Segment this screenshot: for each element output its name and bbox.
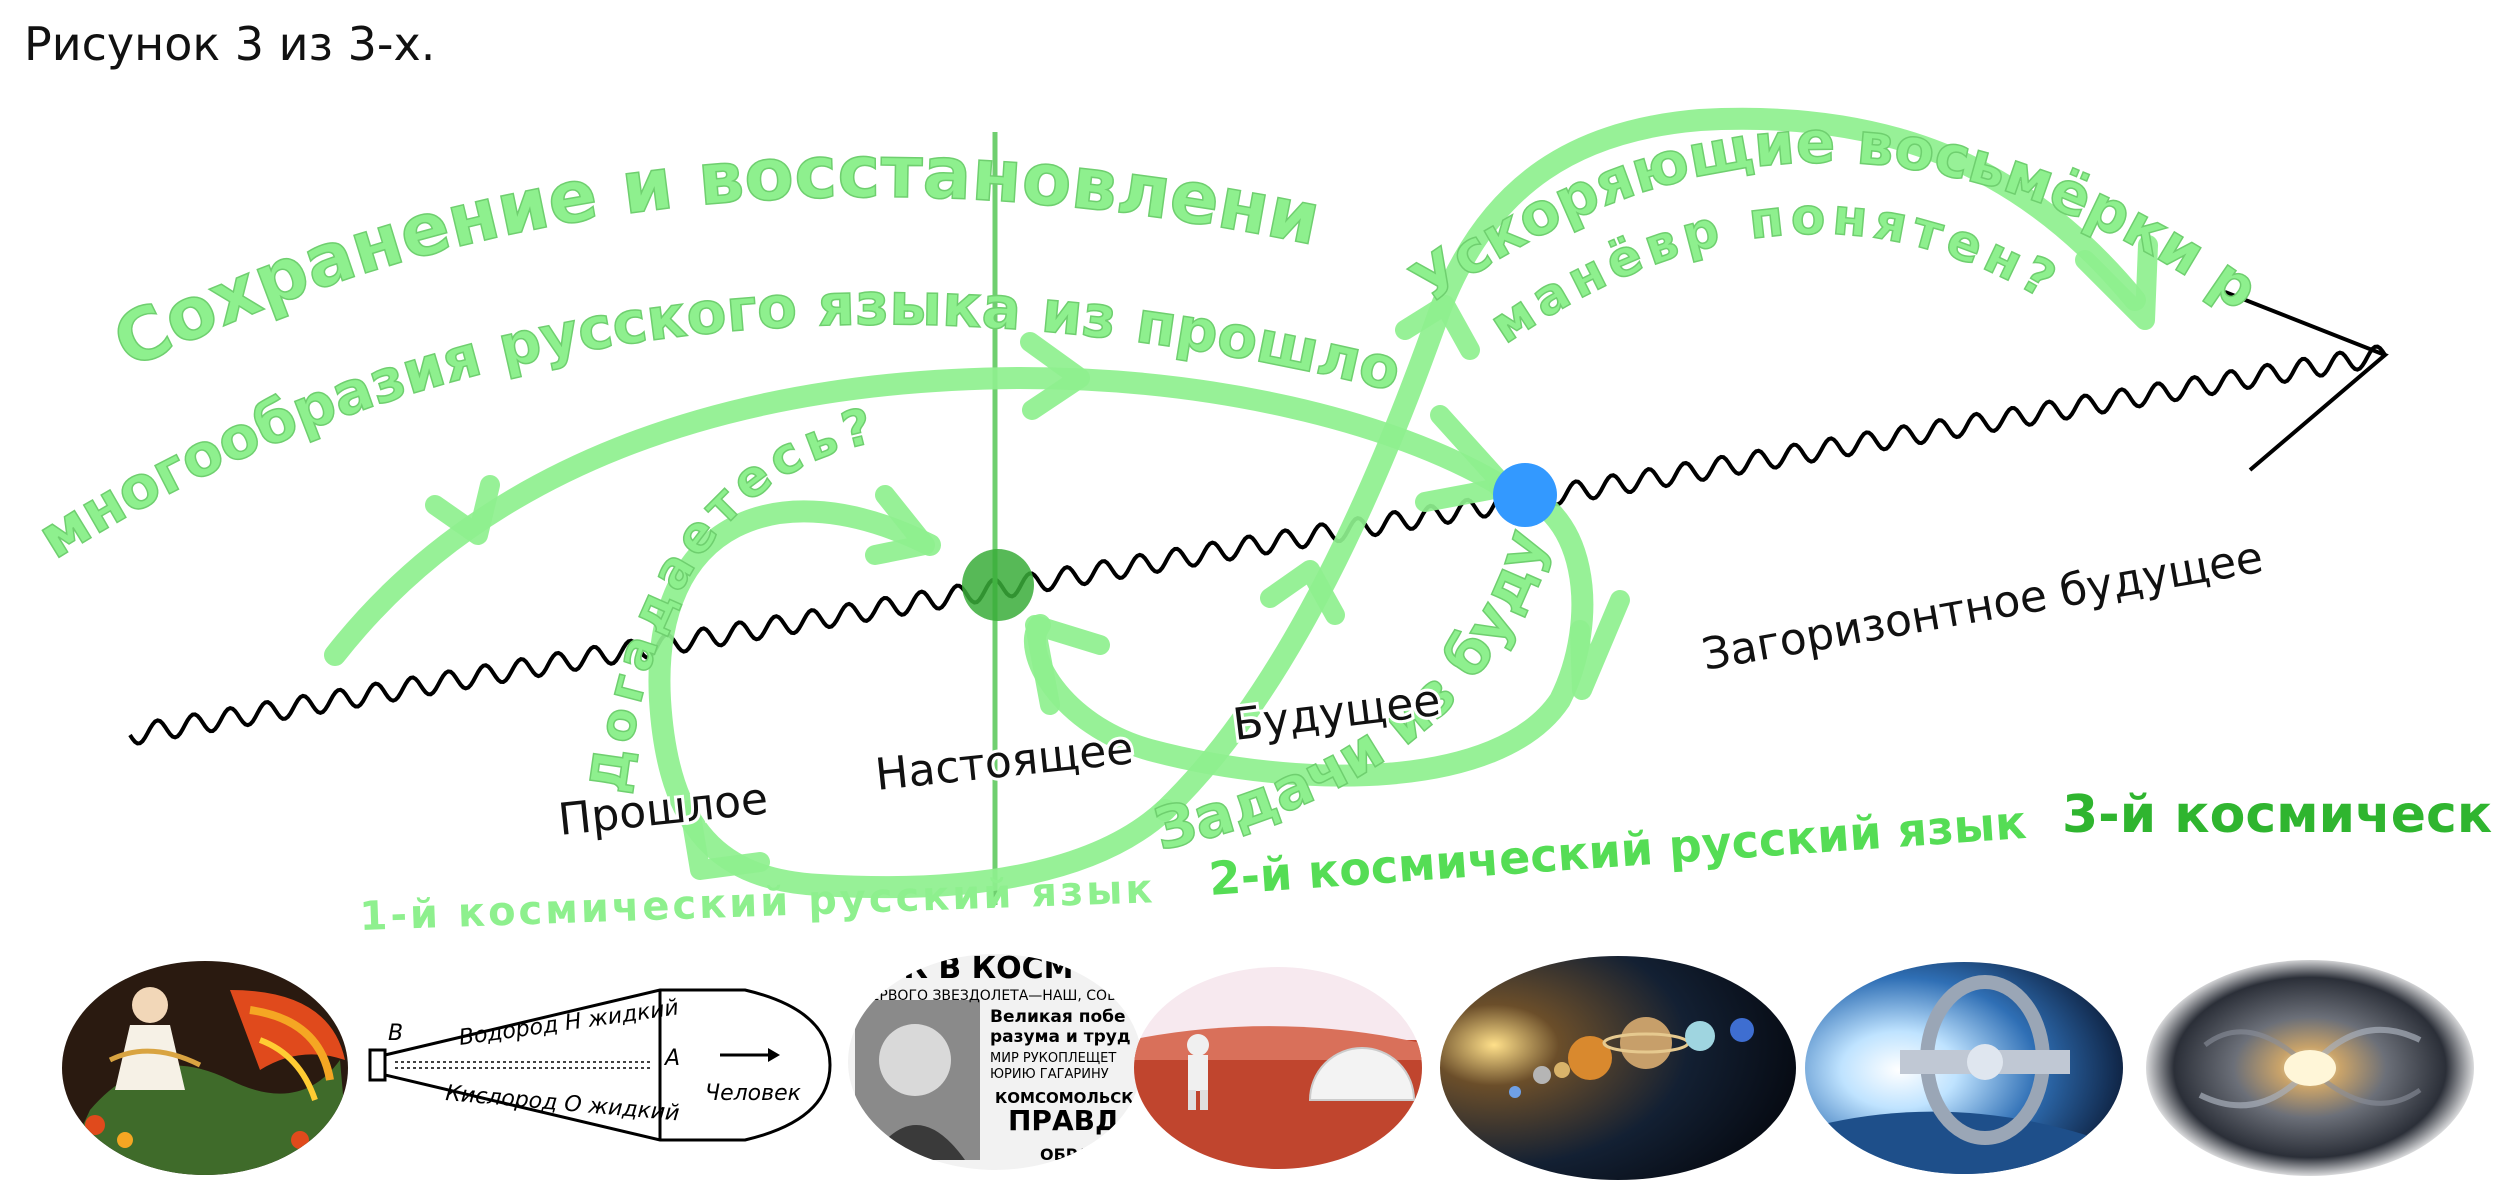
newspaper-line3: разума и труд bbox=[990, 1027, 1131, 1047]
present-point bbox=[962, 549, 1034, 621]
thumbnail-galaxy bbox=[2146, 960, 2474, 1176]
flow-upper-arrowhead-2 bbox=[1020, 332, 1090, 420]
thumbnail-mars-base bbox=[1134, 967, 1422, 1169]
flow-return-arrowhead-2 bbox=[1570, 590, 1630, 700]
thumbnail-space-station bbox=[1805, 962, 2123, 1174]
flow-eight-arrowhead-2 bbox=[1260, 560, 1345, 625]
flow-return-arrowhead-1 bbox=[1025, 615, 1110, 715]
label-third-cosmic-language: 3-й космический bbox=[2062, 785, 2494, 845]
timeline bbox=[128, 290, 2389, 746]
flow-left-arrowhead-1 bbox=[865, 485, 935, 565]
rocket-label-a: А bbox=[663, 1046, 680, 1071]
flow-upper-arrowhead-1 bbox=[425, 475, 500, 545]
newspaper-line6: ОБРАЩ bbox=[1040, 1145, 1111, 1164]
flow-left-arrowhead-2 bbox=[680, 800, 770, 880]
newspaper-line4: МИР РУКОПЛЕЩЕТ bbox=[990, 1051, 1116, 1066]
flow-eight-arrowhead-1 bbox=[1395, 295, 1480, 360]
timeline-wave bbox=[128, 344, 2387, 746]
flow-left-loop bbox=[648, 500, 1176, 899]
thumbnail-solar-system bbox=[1440, 956, 1796, 1180]
flow-figure-eight bbox=[1154, 107, 2146, 821]
label-second-cosmic-language: 2-й космический русский язык bbox=[1207, 795, 2028, 906]
flow-return-loop bbox=[1024, 476, 1594, 787]
newspaper-masthead1: КОМСОМОЛЬСКАЯ bbox=[995, 1089, 1157, 1107]
thumbnail-newspaper: ВЕК В КОСМ ПЕРВОГО ЗВЕЗДОЛЕТА—НАШ, СОВЕ … bbox=[848, 951, 1157, 1170]
thumbnail-row: В А Водород Н жидкий Кислород О жидкий Ч… bbox=[62, 951, 2474, 1180]
thumbnail-rocket-sketch: В А Водород Н жидкий Кислород О жидкий Ч… bbox=[368, 988, 832, 1142]
newspaper-line5: ЮРИЮ ГАГАРИНУ bbox=[990, 1067, 1109, 1082]
newspaper-masthead2: ПРАВДА bbox=[1008, 1104, 1142, 1137]
figure-caption: Рисунок 3 из 3-х. bbox=[24, 17, 435, 71]
label-beyond-horizon: Загоризонтное будущее bbox=[1698, 532, 2267, 681]
newspaper-headline: ВЕК В КОСМ bbox=[860, 951, 1074, 986]
rocket-label-b: В bbox=[388, 1021, 403, 1046]
development-flow bbox=[324, 107, 2158, 899]
flow-eight-arrowhead-3 bbox=[2075, 235, 2158, 330]
future-point bbox=[1493, 463, 1557, 527]
rocket-person-label: Человек bbox=[705, 1081, 802, 1106]
label-present: Настоящее bbox=[873, 723, 1136, 801]
timeline-end-bracket bbox=[2224, 290, 2389, 472]
thumbnail-folk-art bbox=[62, 961, 348, 1175]
newspaper-line1: ПЕРВОГО ЗВЕЗДОЛЕТА—НАШ, СОВЕ bbox=[860, 988, 1126, 1004]
newspaper-line2: Великая побе bbox=[990, 1007, 1126, 1027]
